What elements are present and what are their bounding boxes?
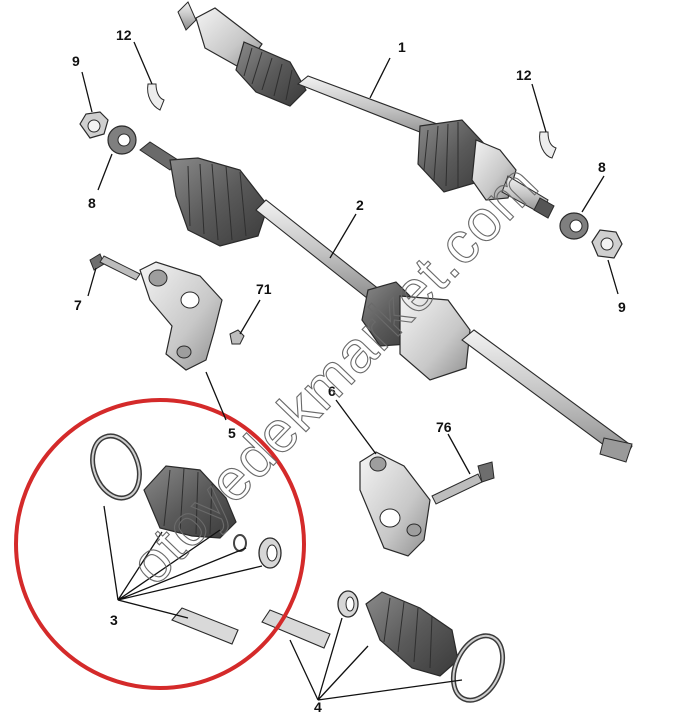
bearing-bracket-6 (359, 451, 431, 557)
callout-8-left: 8 (88, 195, 96, 211)
drive-shaft-lower (139, 141, 633, 463)
washer-8-right (559, 212, 589, 240)
callout-3: 3 (110, 612, 118, 628)
bolt-76 (431, 461, 495, 505)
callout-12-left: 12 (116, 27, 132, 43)
callout-8-right: 8 (598, 159, 606, 175)
callout-4: 4 (314, 699, 322, 715)
nut-9-right (591, 229, 623, 259)
clip-12-right (539, 131, 557, 159)
drive-shaft-upper (177, 1, 555, 219)
callout-12-right: 12 (516, 67, 532, 83)
callout-2: 2 (356, 197, 364, 213)
callout-6: 6 (328, 383, 336, 399)
callout-7: 7 (74, 297, 82, 313)
callout-1: 1 (398, 39, 406, 55)
washer-8-left (107, 125, 137, 155)
callout-9-left: 9 (72, 53, 80, 69)
callout-9-right: 9 (618, 299, 626, 315)
highlight-circle (14, 398, 306, 690)
bearing-bracket-5 (139, 261, 223, 371)
callout-71: 71 (256, 281, 272, 297)
boot-kit-4 (261, 590, 506, 703)
nut-71 (229, 329, 245, 345)
callout-76: 76 (436, 419, 452, 435)
boot-kit-3 (90, 433, 282, 645)
callout-5: 5 (228, 425, 236, 441)
nut-9-left (79, 111, 109, 139)
leader-lines (81, 41, 619, 701)
callout-numbers: 1 2 3 4 5 6 7 8 8 9 9 12 12 71 76 (72, 27, 626, 715)
bolt-7 (89, 253, 141, 281)
clip-12-left (147, 83, 165, 111)
watermark-text: otoyedekmarket.com (118, 152, 551, 597)
